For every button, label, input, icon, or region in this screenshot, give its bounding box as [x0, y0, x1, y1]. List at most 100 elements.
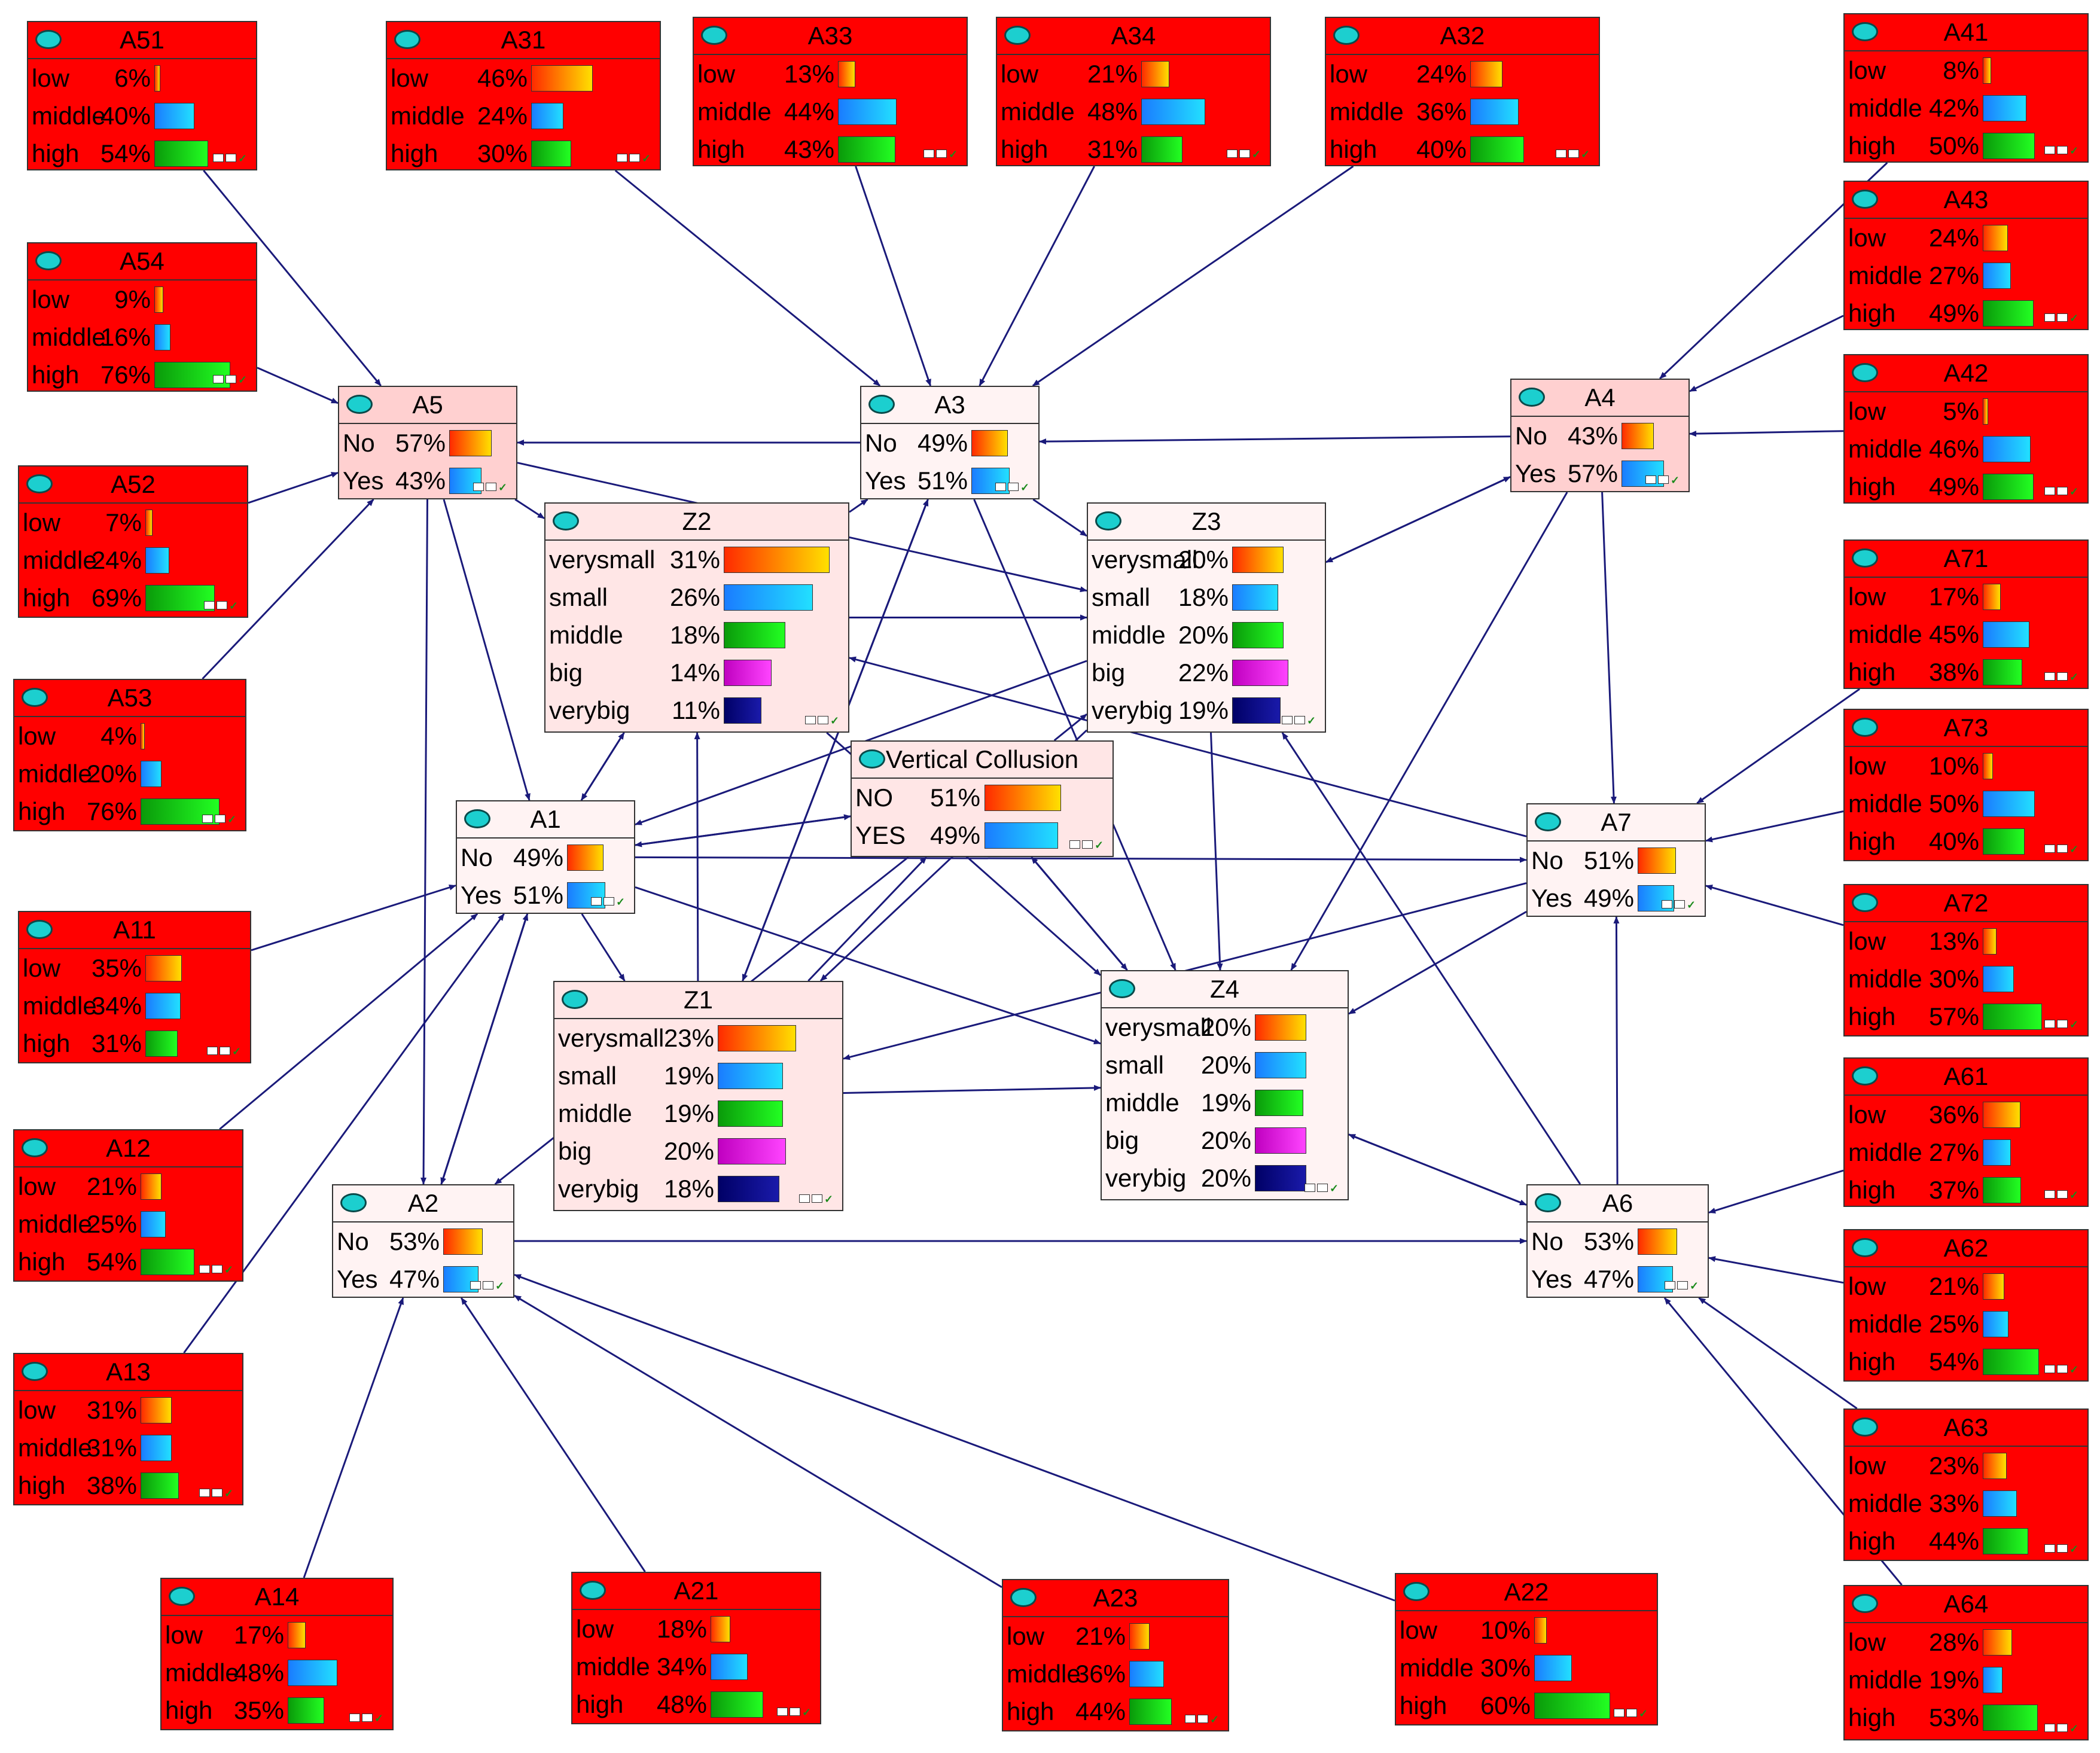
- probability-bar: [1141, 136, 1182, 163]
- probability-bar: [724, 660, 772, 686]
- state-percent: 46%: [477, 64, 528, 92]
- state-label: verysmall: [558, 1024, 665, 1052]
- network-check-icon: ✓: [1662, 900, 1701, 912]
- state-label: verysmall: [549, 545, 656, 574]
- state-percent: 48%: [233, 1659, 284, 1687]
- probability-bar: [154, 65, 160, 92]
- network-check-icon: ✓: [1305, 1183, 1344, 1196]
- state-label: low: [697, 60, 736, 88]
- state-label: high: [1001, 135, 1049, 163]
- state-percent: 18%: [1178, 583, 1229, 611]
- cyan-ellipse-icon: [1852, 548, 1878, 568]
- edge-a32-to-a3: [1032, 165, 1354, 387]
- state-label: low: [1848, 1628, 1886, 1656]
- state-percent: 76%: [86, 797, 137, 825]
- cyan-ellipse-icon: [26, 920, 53, 939]
- state-label: middle: [1092, 621, 1166, 649]
- probability-bar: [1983, 1004, 2042, 1030]
- edge-a6-to-z4: [1348, 1133, 1527, 1206]
- state-percent: 16%: [100, 323, 151, 351]
- edge-z3-to-z4: [1210, 732, 1223, 971]
- state-label: middle: [1001, 97, 1075, 126]
- network-check-icon: ✓: [1665, 1281, 1704, 1293]
- state-percent: 53%: [1928, 1703, 1979, 1731]
- state-percent: 26%: [669, 583, 720, 611]
- state-label: middle: [391, 102, 465, 130]
- state-label: low: [1007, 1622, 1045, 1650]
- network-check-icon: ✓: [2044, 844, 2084, 856]
- state-label: middle: [1848, 1489, 1922, 1517]
- probability-bar: [1622, 423, 1654, 449]
- probability-bar: [288, 1697, 324, 1724]
- state-label: Yes: [461, 881, 502, 909]
- probability-bar: [141, 1249, 194, 1275]
- state-percent: 34%: [656, 1653, 707, 1681]
- probability-bar: [141, 1211, 166, 1237]
- state-label: low: [1001, 60, 1039, 88]
- state-label: middle: [1330, 97, 1404, 126]
- probability-bar: [718, 1063, 783, 1089]
- state-percent: 53%: [1583, 1227, 1634, 1255]
- state-label: middle: [558, 1099, 632, 1127]
- state-percent: 11%: [672, 696, 720, 724]
- edge-a34-to-a3: [979, 166, 1095, 386]
- state-percent: 54%: [1928, 1347, 1979, 1376]
- edge-a42-to-a4: [1689, 430, 1844, 437]
- state-label: low: [23, 954, 61, 982]
- node-title-text: A62: [1943, 1234, 1989, 1262]
- probability-bar: [1255, 1014, 1306, 1041]
- state-label: low: [1848, 927, 1886, 955]
